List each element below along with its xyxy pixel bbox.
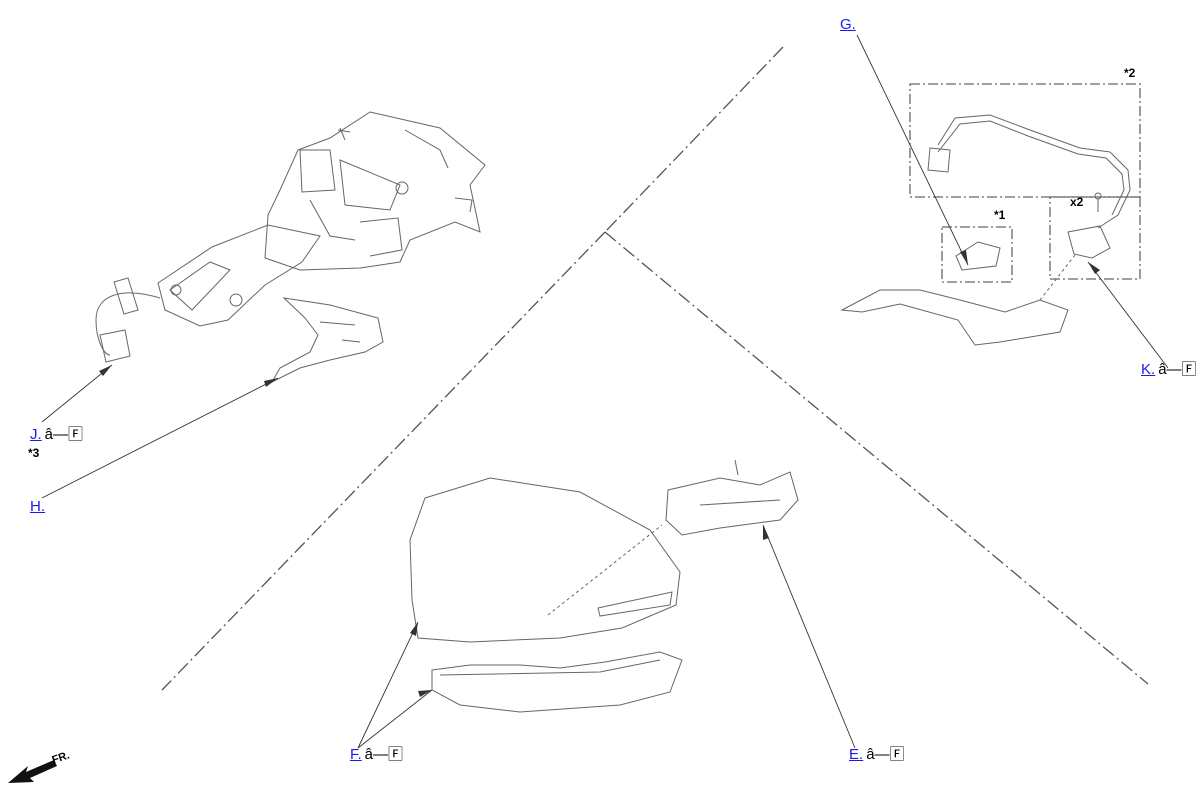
divider-line-upper: [604, 46, 784, 233]
link-e[interactable]: E.: [849, 746, 864, 763]
lamp-unit-g: [955, 241, 1001, 271]
mirror-bracket: [840, 254, 1076, 346]
wire-harness: [927, 114, 1131, 229]
dashed-box-harness: [909, 83, 1141, 198]
mirror-base-cover: [157, 224, 321, 327]
turn-signal-e: [665, 459, 799, 536]
dashed-box-lamp-g: [941, 226, 1013, 283]
note-star3: *3: [28, 446, 40, 460]
link-f[interactable]: F.: [350, 746, 362, 763]
mirror-outer-cover-f: [409, 477, 681, 643]
note-x2: x2: [1070, 195, 1084, 209]
camera-unit-k: [1067, 225, 1111, 259]
callout-k: K.â—🄵: [1141, 361, 1197, 379]
divider-line-right: [604, 231, 1149, 685]
callout-f-tail: â—🄵: [364, 746, 404, 763]
note-star1: *1: [994, 208, 1006, 222]
divider-line-lower-left: [161, 231, 606, 691]
harness-connector-j: [95, 277, 161, 363]
callout-e-tail: â—🄵: [866, 746, 905, 763]
mirror-lower-housing-f: [431, 651, 683, 713]
callout-f: F.â—🄵: [350, 746, 403, 764]
link-g[interactable]: G.: [840, 16, 856, 33]
link-j[interactable]: J.: [30, 426, 42, 443]
callout-e: E.â—🄵: [849, 746, 905, 764]
front-direction-arrow: [8, 760, 57, 783]
leader-arrowheads: [99, 250, 1100, 697]
link-k[interactable]: K.: [1141, 361, 1156, 378]
callout-g: G.: [840, 16, 856, 34]
callout-j: J.â—🄵: [30, 426, 83, 444]
callout-j-tail: â—🄵: [44, 426, 84, 443]
mirror-base-assembly: [264, 111, 486, 271]
leader-lines: [41, 34, 1169, 749]
callout-k-tail: â—🄵: [1158, 361, 1197, 378]
link-h[interactable]: H.: [30, 498, 45, 515]
mirror-lower-cover-h: [270, 297, 384, 384]
note-star2: *2: [1124, 66, 1136, 80]
callout-h: H.: [30, 498, 45, 516]
